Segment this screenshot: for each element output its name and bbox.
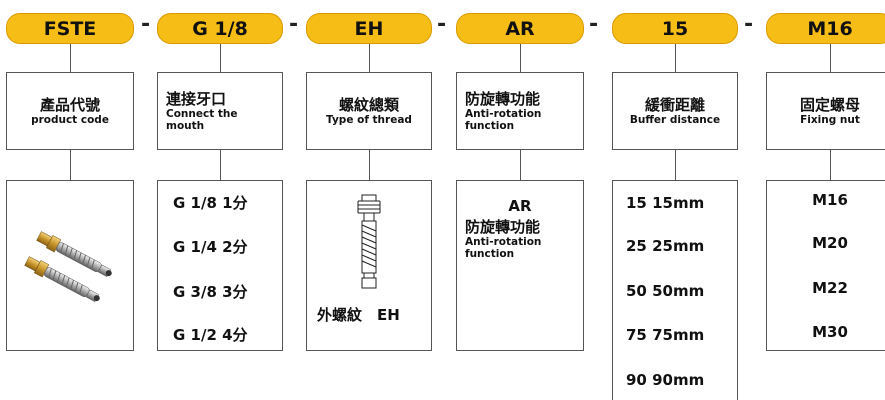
connect-option: G 1/8 1分 xyxy=(173,194,248,212)
code-pill-antirotation: AR xyxy=(456,13,584,44)
header-title-zh: 固定螺母 xyxy=(799,96,860,114)
header-title-en: Anti-rotation function xyxy=(465,108,542,132)
header-title-zh: 防旋轉功能 xyxy=(465,90,541,108)
connector-line xyxy=(520,44,521,72)
connector-line xyxy=(369,44,370,72)
external-thread-bolt-icon xyxy=(357,194,381,289)
anti-rotation-title-en: Anti-rotation function xyxy=(465,236,542,260)
code-pill-connect: G 1/8 xyxy=(157,13,283,44)
anti-rotation-box: AR 防旋轉功能 Anti-rotation function xyxy=(456,180,584,351)
header-title-zh: 產品代號 xyxy=(39,96,100,114)
header-title-zh: 緩衝距離 xyxy=(644,96,705,114)
code-pill-thread: EH xyxy=(306,13,432,44)
code-pill-nut: M16 xyxy=(766,13,885,44)
header-connect-mouth: 連接牙口 Connect the mouth xyxy=(157,72,283,150)
nut-option: M20 xyxy=(812,234,848,252)
product-image-box xyxy=(6,180,134,351)
thread-type-box: 外螺紋 EH xyxy=(306,180,432,351)
header-fixing-nut: 固定螺母 Fixing nut xyxy=(766,72,885,150)
header-product-code: 產品代號 product code xyxy=(6,72,134,150)
connect-option: G 1/2 4分 xyxy=(173,326,248,344)
code-pill-product: FSTE xyxy=(6,13,134,44)
code-pill-buffer: 15 xyxy=(612,13,738,44)
buffer-option: 90 90mm xyxy=(626,371,705,389)
connector-line xyxy=(830,44,831,72)
header-title-zh: 連接牙口 xyxy=(166,90,227,108)
connector-line xyxy=(70,150,71,180)
header-thread-type: 螺紋總類 Type of thread xyxy=(306,72,432,150)
header-title-en: Connect the mouth xyxy=(166,108,238,132)
connect-option: G 3/8 3分 xyxy=(173,283,248,301)
connect-option: G 1/4 2分 xyxy=(173,238,248,256)
separator-dash: - xyxy=(744,12,754,37)
buffer-option: 25 25mm xyxy=(626,237,705,255)
header-title-en: Fixing nut xyxy=(800,114,860,126)
connector-line xyxy=(220,44,221,72)
connector-line xyxy=(70,44,71,72)
buffer-option: 15 15mm xyxy=(626,194,705,212)
connect-options-box: G 1/8 1分 G 1/4 2分 G 3/8 3分 G 1/2 4分 xyxy=(157,180,283,351)
separator-dash: - xyxy=(437,12,447,37)
nut-option: M16 xyxy=(812,191,848,209)
nut-options-box: M16 M20 M22 M30 xyxy=(766,180,885,351)
connector-line xyxy=(675,44,676,72)
connector-line xyxy=(220,150,221,180)
header-title-zh: 螺紋總類 xyxy=(338,96,399,114)
header-anti-rotation: 防旋轉功能 Anti-rotation function xyxy=(456,72,584,150)
separator-dash: - xyxy=(141,12,151,37)
header-title-en: Buffer distance xyxy=(629,114,721,126)
buffer-option: 50 50mm xyxy=(626,282,705,300)
separator-dash: - xyxy=(589,12,599,37)
buffer-option: 75 75mm xyxy=(626,326,705,344)
buffer-spring-fitting-photo xyxy=(24,231,112,302)
nut-option: M30 xyxy=(812,323,848,341)
separator-dash: - xyxy=(289,12,299,37)
nut-option: M22 xyxy=(812,279,848,297)
header-title-en: Type of thread xyxy=(326,114,412,126)
connector-line xyxy=(520,150,521,180)
anti-rotation-title-zh: 防旋轉功能 xyxy=(465,218,541,236)
connector-line xyxy=(369,150,370,180)
connector-line xyxy=(830,150,831,180)
anti-rotation-code: AR xyxy=(508,197,532,215)
thread-label: 外螺紋 EH xyxy=(317,306,400,324)
buffer-options-box: 15 15mm 25 25mm 50 50mm 75 75mm 90 90mm xyxy=(612,180,738,400)
connector-line xyxy=(675,150,676,180)
header-title-en: product code xyxy=(31,114,109,126)
header-buffer-distance: 緩衝距離 Buffer distance xyxy=(612,72,738,150)
